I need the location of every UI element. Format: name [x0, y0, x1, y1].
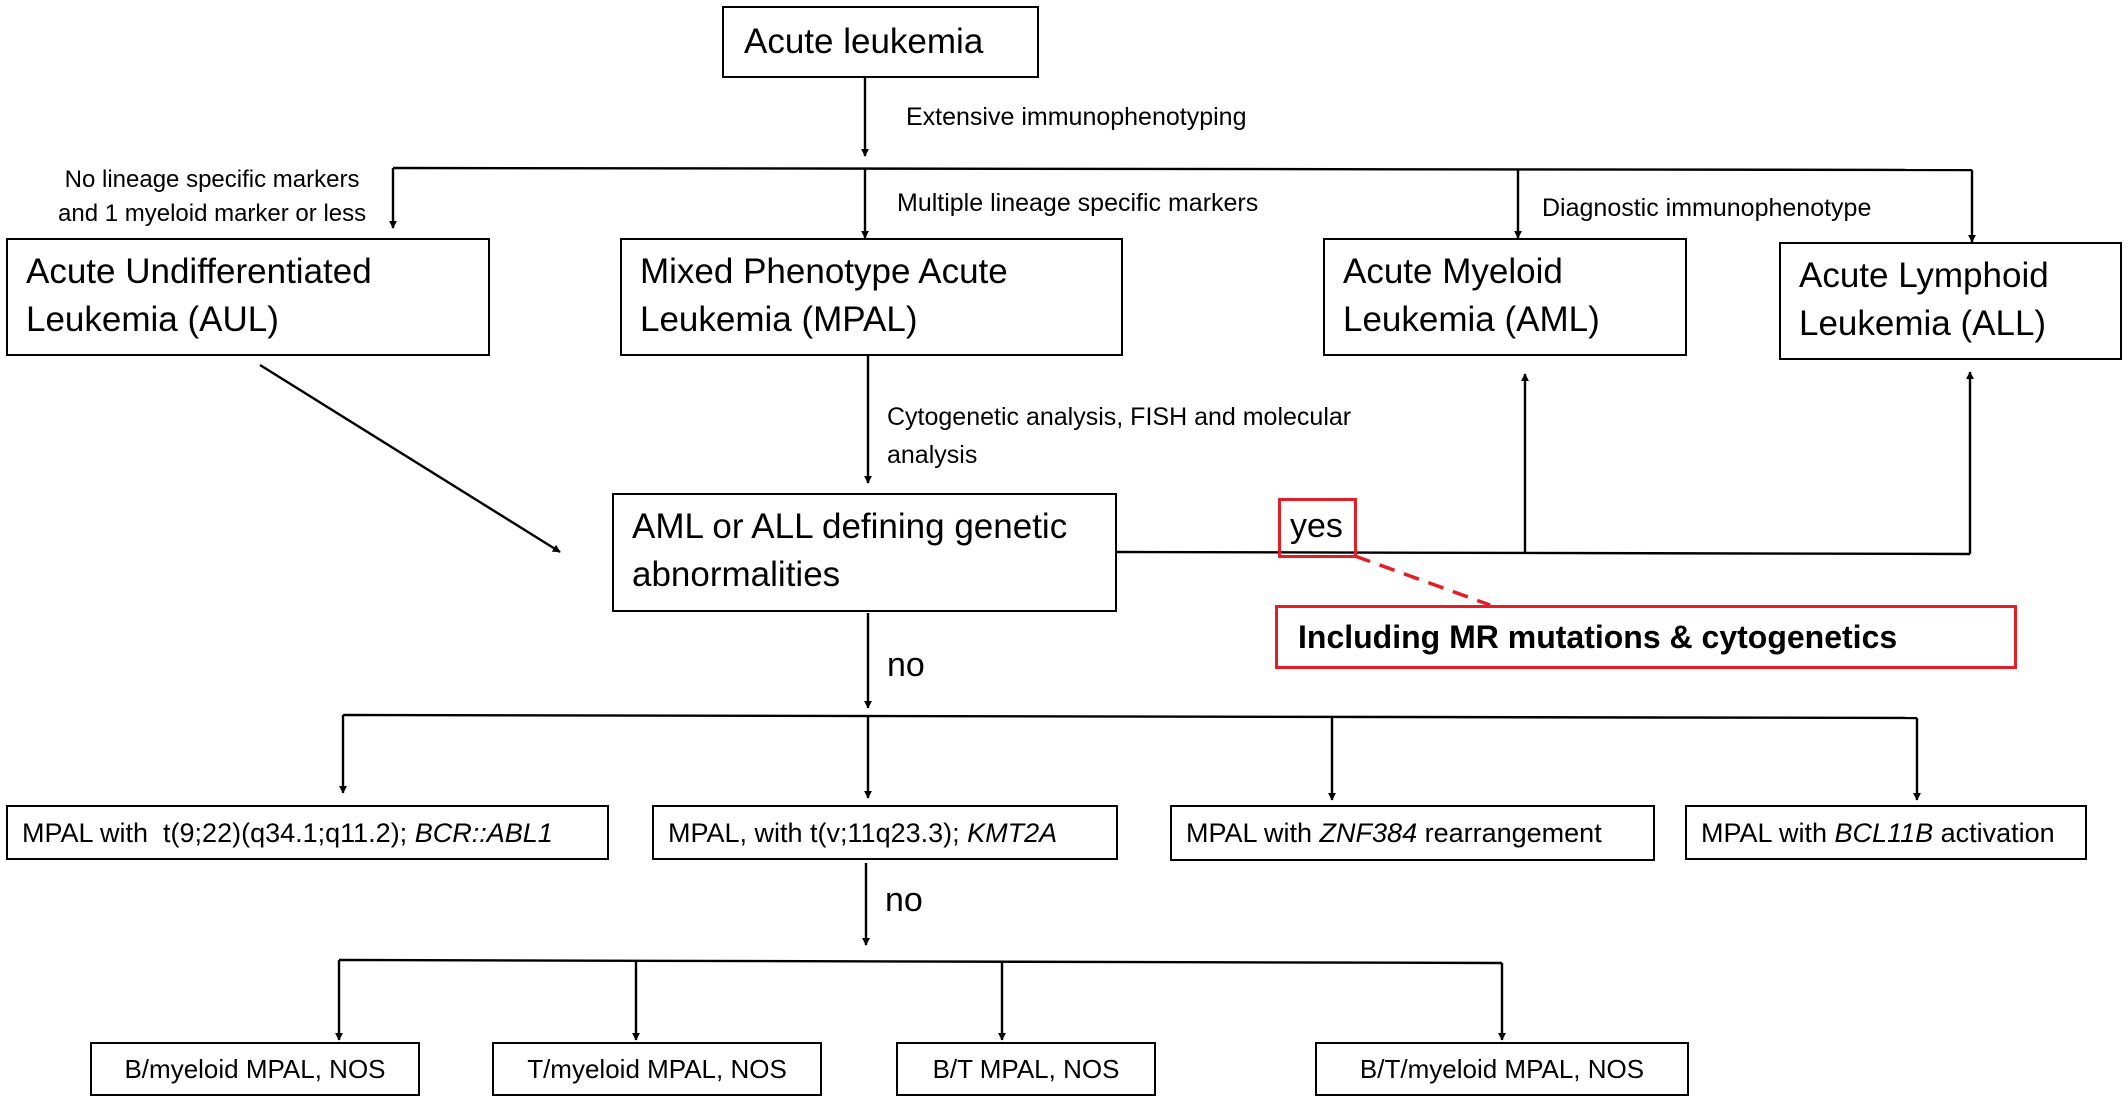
box-aul: Acute Undifferentiated Leukemia (AUL)	[6, 238, 490, 356]
nos-split-line	[338, 958, 1503, 965]
callout-mr-mutations-text: Including MR mutations & cytogenetics	[1298, 618, 1898, 655]
label-cytogenetic-line2: analysis	[887, 441, 978, 469]
label-no-lineage-markers: No lineage specific markers and 1 myeloi…	[58, 163, 366, 231]
box-genetic-line2: abnormalities	[632, 555, 841, 594]
box-mpal: Mixed Phenotype Acute Leukemia (MPAL)	[620, 238, 1123, 356]
box-aul-line1: Acute Undifferentiated	[26, 252, 372, 291]
arrow-aul-to-genetic	[259, 363, 561, 554]
subtype-bcr-abl1: MPAL with t(9;22)(q34.1;q11.2); BCR::ABL…	[6, 805, 609, 860]
nos-b-t-myeloid: B/T/myeloid MPAL, NOS	[1315, 1042, 1689, 1096]
nos-b-myeloid: B/myeloid MPAL, NOS	[90, 1042, 420, 1096]
subtype-znf384: MPAL with ZNF384 rearrangement	[1170, 805, 1655, 861]
nos-b-t-text: B/T MPAL, NOS	[932, 1054, 1120, 1084]
nos-t-myeloid: T/myeloid MPAL, NOS	[492, 1042, 822, 1096]
subtype-bcl11b: MPAL with BCL11B activation	[1685, 805, 2087, 860]
nos-b-myeloid-text: B/myeloid MPAL, NOS	[124, 1054, 386, 1084]
subtype-bcr-abl1-gene: BCR::ABL1	[414, 817, 553, 848]
label-extensive-immunophenotyping: Extensive immunophenotyping	[906, 103, 1247, 131]
label-diagnostic-immunophenotype: Diagnostic immunophenotype	[1542, 194, 1872, 222]
box-all: Acute Lymphoid Leukemia (ALL)	[1779, 242, 2122, 360]
label-cytogenetic-line1: Cytogenetic analysis, FISH and molecular	[887, 403, 1352, 431]
nos-b-t: B/T MPAL, NOS	[896, 1042, 1156, 1096]
box-genetic-abnormalities: AML or ALL defining genetic abnormalitie…	[612, 493, 1117, 612]
subtype-kmt2a: MPAL, with t(v;11q23.3); KMT2A	[652, 805, 1118, 860]
label-no-lineage-markers-line1: No lineage specific markers	[64, 166, 360, 193]
subtype-bcr-abl1-prefix: MPAL with t(9;22)(q34.1;q11.2);	[22, 817, 415, 848]
label-yes: yes	[1290, 507, 1343, 545]
box-mpal-line1: Mixed Phenotype Acute	[640, 252, 1008, 291]
yes-highlight-box	[1278, 498, 1357, 558]
box-mpal-line2: Leukemia (MPAL)	[640, 300, 918, 339]
subtype-kmt2a-prefix: MPAL, with t(v;11q23.3);	[668, 817, 968, 848]
box-aml-line2: Leukemia (AML)	[1343, 300, 1600, 339]
nos-t-myeloid-text: T/myeloid MPAL, NOS	[527, 1054, 787, 1084]
label-multiple-lineage-markers: Multiple lineage specific markers	[897, 189, 1259, 217]
label-no-1: no	[887, 646, 925, 684]
box-all-line2: Leukemia (ALL)	[1799, 304, 2047, 343]
box-aml-line1: Acute Myeloid	[1343, 252, 1563, 291]
box-aul-line2: Leukemia (AUL)	[26, 300, 279, 339]
box-genetic-line1: AML or ALL defining genetic	[632, 507, 1068, 546]
yes-line	[1116, 550, 1971, 556]
box-aml: Acute Myeloid Leukemia (AML)	[1323, 238, 1687, 356]
nos-b-t-myeloid-text: B/T/myeloid MPAL, NOS	[1359, 1054, 1645, 1084]
subtype-kmt2a-gene: KMT2A	[967, 817, 1058, 848]
subtype-split-line	[342, 713, 1918, 720]
horizontal-split-line	[392, 166, 1973, 172]
callout-mr-mutations: Including MR mutations & cytogenetics	[1275, 605, 2017, 669]
subtype-bcl11b-suffix: activation	[1933, 817, 2055, 848]
label-cytogenetic-analysis: Cytogenetic analysis, FISH and molecular…	[887, 398, 1351, 474]
box-acute-leukemia-text: Acute leukemia	[744, 22, 984, 61]
callout-dashed-connector	[1354, 554, 1491, 607]
box-acute-leukemia: Acute leukemia	[722, 6, 1039, 78]
subtype-znf384-suffix: rearrangement	[1417, 818, 1602, 848]
label-no-lineage-markers-line2: and 1 myeloid marker or less	[58, 200, 367, 227]
label-no-2: no	[885, 881, 923, 919]
subtype-bcl11b-prefix: MPAL with	[1701, 817, 1835, 848]
subtype-bcl11b-gene: BCL11B	[1834, 817, 1934, 848]
subtype-znf384-gene: ZNF384	[1319, 818, 1418, 848]
box-all-line1: Acute Lymphoid	[1799, 256, 2049, 295]
subtype-znf384-prefix: MPAL with	[1186, 818, 1320, 848]
